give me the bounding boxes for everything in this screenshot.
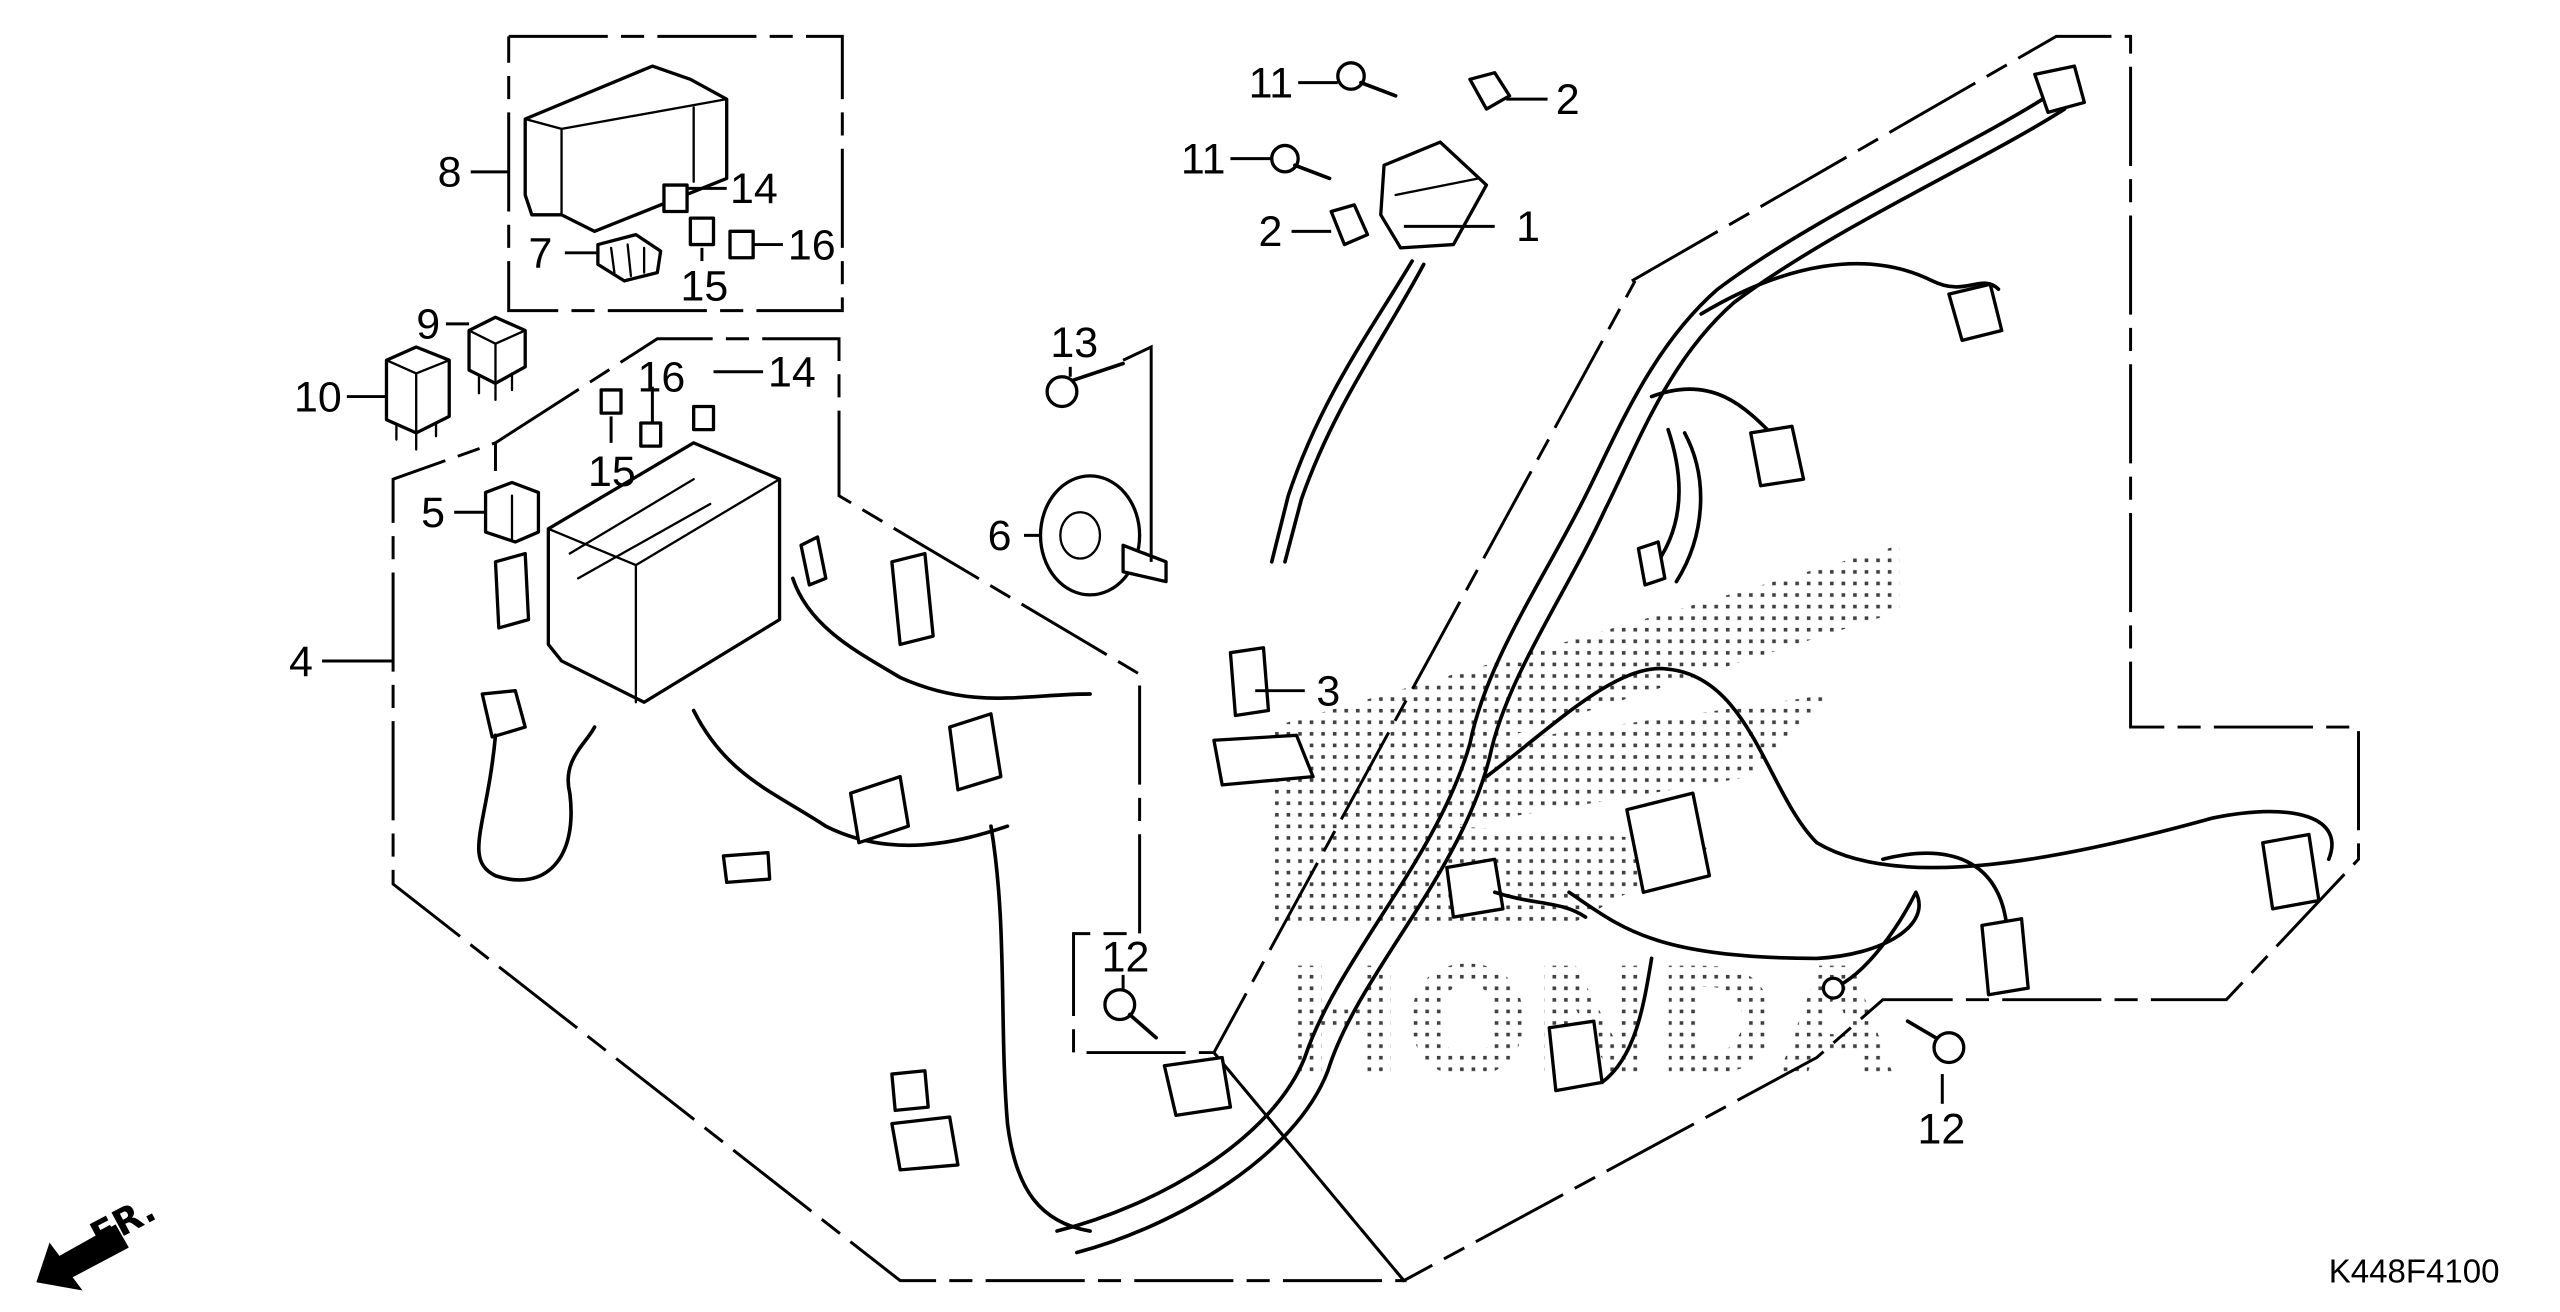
part-spark-plug-cap <box>1212 646 1315 787</box>
callout-5: 5 <box>421 489 445 537</box>
part-connector-5 <box>483 480 541 544</box>
callout-8: 8 <box>438 149 462 197</box>
part-coil-bolts <box>1270 61 1512 247</box>
callout-15-lower: 15 <box>588 448 636 496</box>
front-direction-indicator: FR. <box>36 1188 163 1291</box>
callout-leaders <box>322 81 1944 1104</box>
group-outline-main-harness <box>391 337 1408 1283</box>
callout-10: 10 <box>294 373 342 421</box>
part-relay-9 <box>467 315 527 402</box>
front-arrow-icon <box>36 1224 129 1291</box>
diagram-code: K448F4100 <box>2329 1253 2500 1290</box>
callout-13: 13 <box>1050 319 1098 367</box>
callout-16-lower: 16 <box>638 354 686 402</box>
callout-11-top: 11 <box>1249 59 1294 107</box>
part-relay-10 <box>384 345 451 451</box>
callout-14-top: 14 <box>730 165 778 213</box>
part-fuse-box-cover <box>523 64 729 233</box>
part-fuses-top <box>662 183 755 260</box>
group-outline-fusebox-cover <box>507 34 844 313</box>
callout-1: 1 <box>1516 203 1540 251</box>
callout-2-bottom: 2 <box>1259 208 1283 256</box>
part-sub-harness <box>890 64 2334 1255</box>
part-horn <box>1038 474 1168 597</box>
callout-7: 7 <box>529 230 553 278</box>
callout-4: 4 <box>289 638 313 686</box>
part-ignition-coil <box>1269 140 1489 564</box>
leader-horn-bolt <box>1122 344 1153 562</box>
callout-12-right: 12 <box>1918 1105 1966 1153</box>
callout-16-top: 16 <box>788 221 836 269</box>
callout-2-top: 2 <box>1556 76 1580 124</box>
part-main-harness <box>477 441 1092 1233</box>
part-fuses-lower <box>599 388 716 448</box>
callout-14-lower: 14 <box>768 349 816 397</box>
part-fuse-connector <box>596 232 663 283</box>
group-outline-harness-sub <box>1212 34 2360 1283</box>
callout-3: 3 <box>1316 668 1340 716</box>
part-horn-bolt <box>1045 361 1125 409</box>
callout-11-bottom: 11 <box>1181 135 1226 183</box>
callout-15-top: 15 <box>680 263 728 311</box>
part-ground-bolts <box>1103 988 1966 1065</box>
callout-6: 6 <box>988 512 1012 560</box>
callout-9: 9 <box>416 301 440 349</box>
callout-12-left: 12 <box>1102 934 1150 982</box>
